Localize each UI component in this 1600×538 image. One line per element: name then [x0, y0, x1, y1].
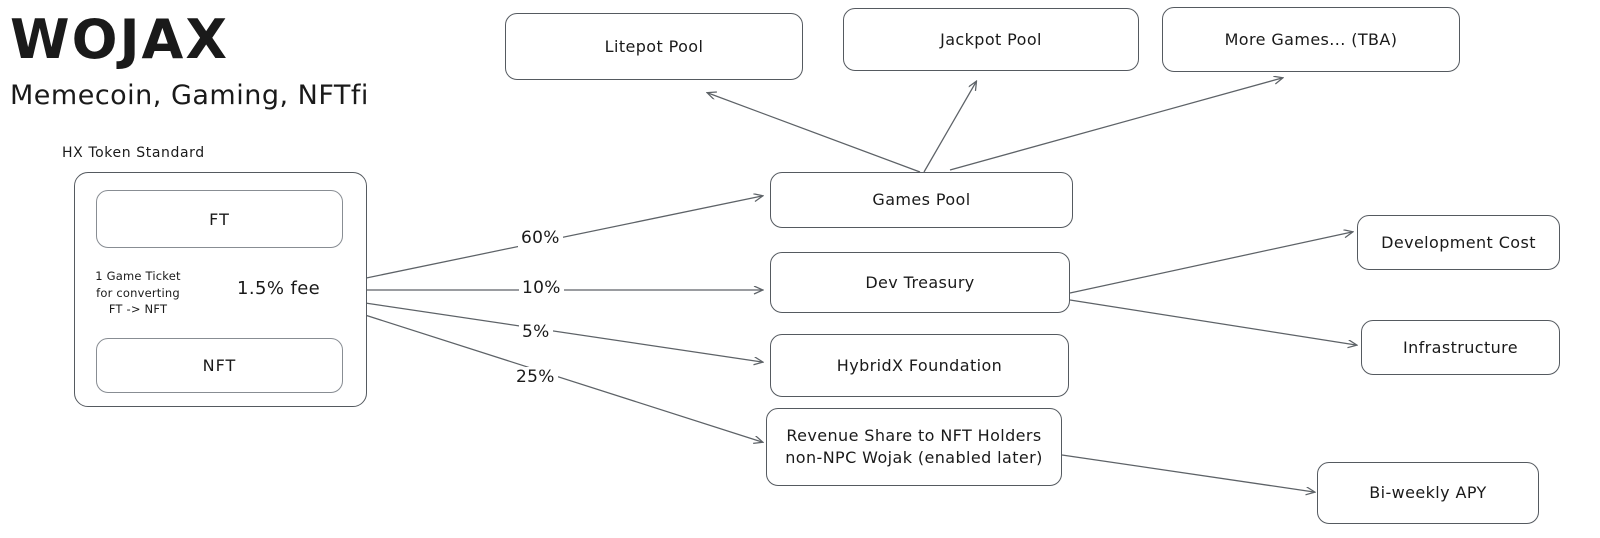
- node-more-games[interactable]: More Games... (TBA): [1162, 7, 1460, 72]
- fee-label: 1.5% fee: [237, 278, 321, 299]
- node-hybridx-foundation[interactable]: HybridX Foundation: [770, 334, 1069, 397]
- wire-dev-treasury-to-infrastructure: [1069, 299, 1356, 345]
- pct-hybridx-foundation: 5%: [519, 322, 553, 342]
- pct-dev-treasury: 10%: [519, 278, 564, 298]
- node-games-pool[interactable]: Games Pool: [770, 172, 1073, 228]
- pct-games-pool: 60%: [518, 228, 563, 248]
- node-litepot-pool[interactable]: Litepot Pool: [505, 13, 803, 80]
- node-development-cost[interactable]: Development Cost: [1357, 215, 1560, 270]
- node-biweekly-apy[interactable]: Bi-weekly APY: [1317, 462, 1539, 524]
- wire-games-pool-to-jackpot: [923, 82, 976, 173]
- nft-box[interactable]: NFT: [96, 338, 343, 393]
- pct-revenue-share: 25%: [513, 367, 558, 387]
- wire-revenue-share-to-apy: [1061, 454, 1314, 492]
- wire-games-pool-to-litepot: [708, 93, 921, 173]
- token-standard-label: HX Token Standard: [62, 145, 205, 161]
- wire-dev-treasury-to-development-cost: [1069, 232, 1352, 294]
- node-dev-treasury[interactable]: Dev Treasury: [770, 252, 1070, 313]
- node-jackpot-pool[interactable]: Jackpot Pool: [843, 8, 1139, 71]
- ft-box[interactable]: FT: [96, 190, 343, 248]
- wire-games-pool-to-more-games: [949, 78, 1282, 171]
- conversion-note: 1 Game Ticket for converting FT -> NFT: [95, 269, 181, 317]
- node-revenue-share[interactable]: Revenue Share to NFT Holders non-NPC Woj…: [766, 408, 1062, 486]
- page-title: WOJAX: [10, 8, 229, 71]
- node-infrastructure[interactable]: Infrastructure: [1361, 320, 1560, 375]
- page-subtitle: Memecoin, Gaming, NFTfi: [10, 80, 369, 111]
